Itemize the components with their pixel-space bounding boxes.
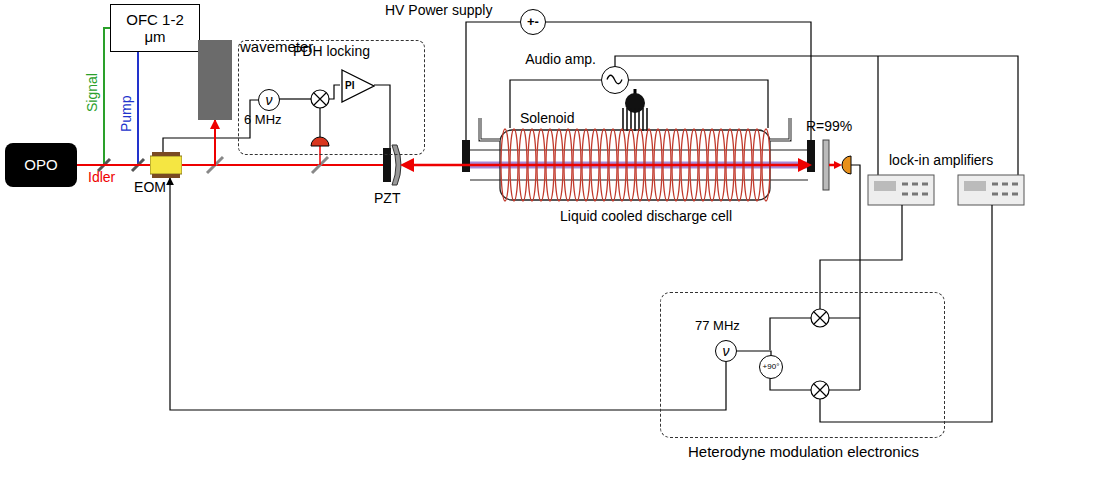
node-text: OFC 1-2 μm	[125, 11, 185, 46]
idler-beam	[215, 164, 384, 166]
mixer-symbol	[811, 309, 829, 327]
wire	[546, 22, 811, 140]
pdh-locking-group: PDH locking ν PI	[238, 40, 425, 155]
part-label: 77 MHz	[695, 319, 740, 334]
wire	[466, 22, 520, 140]
wire	[770, 378, 811, 390]
pdh-detector	[311, 137, 329, 146]
wavemeter-body	[198, 40, 232, 120]
reflected-beam	[319, 146, 321, 165]
lock-in-amplifier	[958, 175, 1024, 205]
part-label: PZT	[374, 190, 400, 206]
pump-beam	[137, 52, 139, 165]
part-label: Signal	[84, 73, 100, 112]
part-label: HV Power supply	[385, 2, 492, 18]
output-mirror	[823, 140, 829, 190]
node-text: +-	[527, 15, 539, 30]
beam-label: Idler	[88, 169, 115, 185]
node-text: OPO	[24, 156, 57, 173]
beam-arrowhead	[400, 158, 414, 172]
connector	[77, 164, 150, 166]
electrode	[807, 140, 815, 172]
cavity-mirror	[392, 145, 401, 185]
comb-source-box: OFC 1-2 μm	[110, 4, 200, 52]
node-text: PDH locking	[239, 43, 424, 59]
hv-power-supply: +-	[520, 9, 546, 35]
electrode	[462, 140, 470, 172]
wire	[374, 85, 390, 148]
eom-crystal-shape	[150, 152, 182, 178]
heterodyne-group: Heterodyne modulation electronicsν+90°	[660, 292, 945, 438]
part-label: 6 MHz	[244, 113, 282, 128]
wire	[510, 80, 601, 128]
node-text: ν	[266, 92, 273, 108]
eom-crystal: EOM	[150, 152, 182, 178]
wire	[820, 205, 992, 422]
wire	[851, 165, 860, 390]
phase-shifter: +90°	[759, 355, 783, 379]
reference-wire	[615, 56, 1018, 175]
audio-amplifier: Audio amp.	[601, 66, 629, 94]
wire	[329, 85, 340, 99]
wire	[629, 80, 768, 128]
part-label: Solenoid	[520, 110, 575, 126]
oscillator-symbol: ν	[258, 89, 280, 111]
connector	[737, 351, 771, 355]
node-text: ν	[723, 343, 730, 359]
pi-controller: PI	[341, 69, 375, 103]
oscillator-symbol: ν	[715, 340, 737, 362]
mixer-symbol	[811, 381, 829, 399]
wire	[279, 98, 311, 99]
beam-arrowhead	[834, 161, 842, 169]
node-text: Heterodyne modulation electronics	[641, 443, 966, 460]
wire	[820, 205, 902, 309]
connector	[182, 120, 215, 165]
wire	[770, 318, 811, 350]
wire	[319, 108, 320, 137]
beam-arrowhead	[798, 158, 812, 172]
gas-inlet	[623, 89, 647, 131]
pzt-actuator	[383, 148, 391, 182]
node-text: Audio amp.	[525, 51, 596, 67]
node-text: +90°	[763, 362, 780, 371]
cavity-beam	[412, 164, 800, 167]
lock-in-amplifier	[868, 175, 934, 205]
node-text: PI	[345, 80, 354, 92]
node-text: EOM	[134, 179, 166, 195]
photodetector	[842, 156, 851, 174]
part-label: R=99%	[806, 118, 852, 134]
part-label: Liquid cooled discharge cell	[560, 208, 732, 224]
opo-box: OPO	[5, 143, 77, 187]
sine-symbol	[602, 67, 627, 92]
part-label: lock-in amplifiers	[889, 152, 993, 168]
part-label: Pump	[118, 95, 134, 132]
mixer-symbol	[311, 90, 329, 108]
wire	[829, 318, 860, 390]
